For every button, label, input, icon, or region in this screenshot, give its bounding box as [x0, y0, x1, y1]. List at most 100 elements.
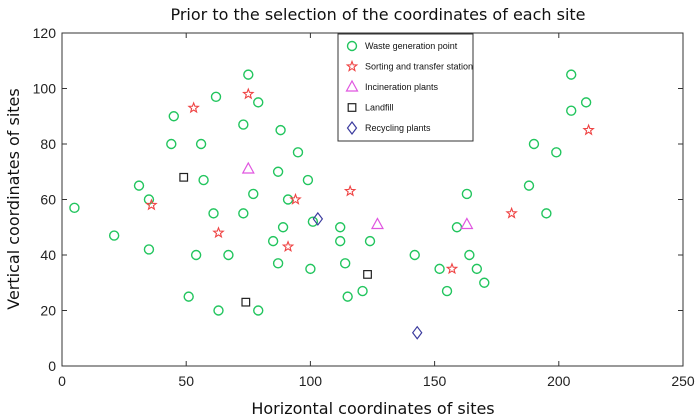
- data-point-circle: [238, 119, 249, 130]
- data-point-circle: [166, 138, 177, 150]
- data-point-circle: [277, 222, 289, 233]
- x-tick-label: 150: [423, 373, 447, 389]
- legend-marker-circle: [346, 40, 358, 52]
- data-point-circle: [272, 258, 284, 269]
- data-point-circle: [195, 138, 207, 150]
- legend-label: Landfill: [365, 103, 394, 113]
- series-diamond: [312, 211, 423, 340]
- data-point-circle: [339, 258, 351, 269]
- data-point-circle: [272, 166, 284, 177]
- data-point-star: [505, 206, 518, 219]
- data-point-circle: [190, 249, 202, 261]
- x-axis-title: Horizontal coordinates of sites: [251, 399, 494, 417]
- data-point-star: [212, 226, 225, 239]
- legend-marker-star: [345, 59, 359, 72]
- data-point-diamond: [411, 325, 423, 340]
- data-point-circle: [551, 147, 562, 158]
- data-point-circle: [302, 174, 314, 186]
- data-point-circle: [357, 285, 368, 297]
- legend-label: Recycling plants: [365, 123, 431, 133]
- data-point-circle: [183, 291, 194, 302]
- data-point-star: [289, 192, 302, 205]
- data-point-circle: [580, 97, 592, 108]
- data-point-circle: [69, 202, 80, 214]
- data-point-circle: [243, 69, 254, 80]
- data-point-circle: [461, 188, 473, 200]
- data-point-circle: [210, 91, 222, 103]
- y-tick-label: 120: [33, 25, 57, 41]
- data-point-star: [187, 101, 200, 114]
- x-tick-label: 0: [58, 373, 66, 389]
- data-point-circle: [335, 235, 346, 247]
- data-point-circle: [305, 263, 316, 275]
- data-point-circle: [307, 216, 319, 227]
- data-point-circle: [108, 230, 120, 241]
- data-point-star: [242, 87, 255, 100]
- data-point-star: [445, 262, 459, 275]
- data-point-circle: [248, 188, 259, 200]
- data-point-circle: [566, 105, 577, 116]
- data-point-circle: [253, 97, 264, 108]
- x-tick-label: 100: [299, 373, 323, 389]
- legend-marker-square: [347, 103, 357, 112]
- legend-box: [337, 33, 474, 142]
- series-triangle: [241, 161, 474, 230]
- x-tick-label: 200: [547, 373, 571, 389]
- data-point-square: [241, 297, 251, 307]
- data-point-circle: [335, 222, 346, 233]
- data-point-circle: [238, 208, 249, 219]
- data-point-triangle: [370, 217, 384, 230]
- data-point-circle: [464, 249, 475, 261]
- data-point-circle: [292, 147, 304, 158]
- data-point-triangle: [460, 217, 474, 230]
- data-point-square: [179, 172, 189, 182]
- data-point-circle: [168, 111, 179, 122]
- data-point-star: [281, 240, 295, 252]
- data-point-star: [145, 198, 158, 211]
- data-point-circle: [198, 174, 209, 186]
- legend-marker-triangle: [345, 79, 359, 92]
- data-point-circle: [471, 263, 483, 275]
- data-point-circle: [133, 180, 145, 191]
- legend-label: Waste generation point: [365, 41, 458, 51]
- data-point-circle: [342, 291, 353, 302]
- y-tick-label: 40: [40, 247, 56, 263]
- data-point-circle: [441, 285, 453, 297]
- data-point-circle: [253, 305, 264, 316]
- legend-marker-diamond: [346, 121, 358, 135]
- data-point-circle: [541, 208, 552, 219]
- data-point-star: [343, 184, 357, 197]
- legend-label: Incineration plants: [365, 82, 439, 92]
- data-point-circle: [434, 263, 445, 275]
- data-point-circle: [523, 180, 535, 191]
- data-point-circle: [208, 208, 219, 219]
- legend-label: Sorting and transfer station: [365, 62, 473, 72]
- y-tick-label: 100: [33, 81, 57, 97]
- data-point-circle: [267, 235, 279, 247]
- y-tick-label: 80: [40, 136, 56, 152]
- data-point-star: [582, 123, 595, 136]
- data-point-square: [363, 270, 372, 279]
- x-tick-label: 50: [178, 373, 194, 389]
- series-square: [179, 172, 372, 307]
- series-star: [145, 87, 595, 275]
- data-point-circle: [143, 244, 155, 255]
- chart-title: Prior to the selection of the coordinate…: [170, 5, 585, 24]
- data-point-circle: [409, 249, 420, 261]
- data-point-circle: [479, 277, 490, 288]
- data-point-circle: [275, 124, 286, 136]
- data-point-circle: [143, 194, 155, 205]
- data-point-triangle: [241, 161, 255, 174]
- y-axis-title: Vertical coordinates of sites: [4, 88, 23, 309]
- y-tick-label: 20: [40, 303, 56, 319]
- data-point-circle: [223, 249, 234, 261]
- data-point-circle: [364, 235, 376, 247]
- data-point-circle: [528, 138, 540, 150]
- y-tick-label: 60: [40, 192, 56, 208]
- data-point-diamond: [312, 211, 324, 226]
- y-tick-label: 0: [48, 358, 56, 374]
- x-tick-label: 250: [671, 373, 695, 389]
